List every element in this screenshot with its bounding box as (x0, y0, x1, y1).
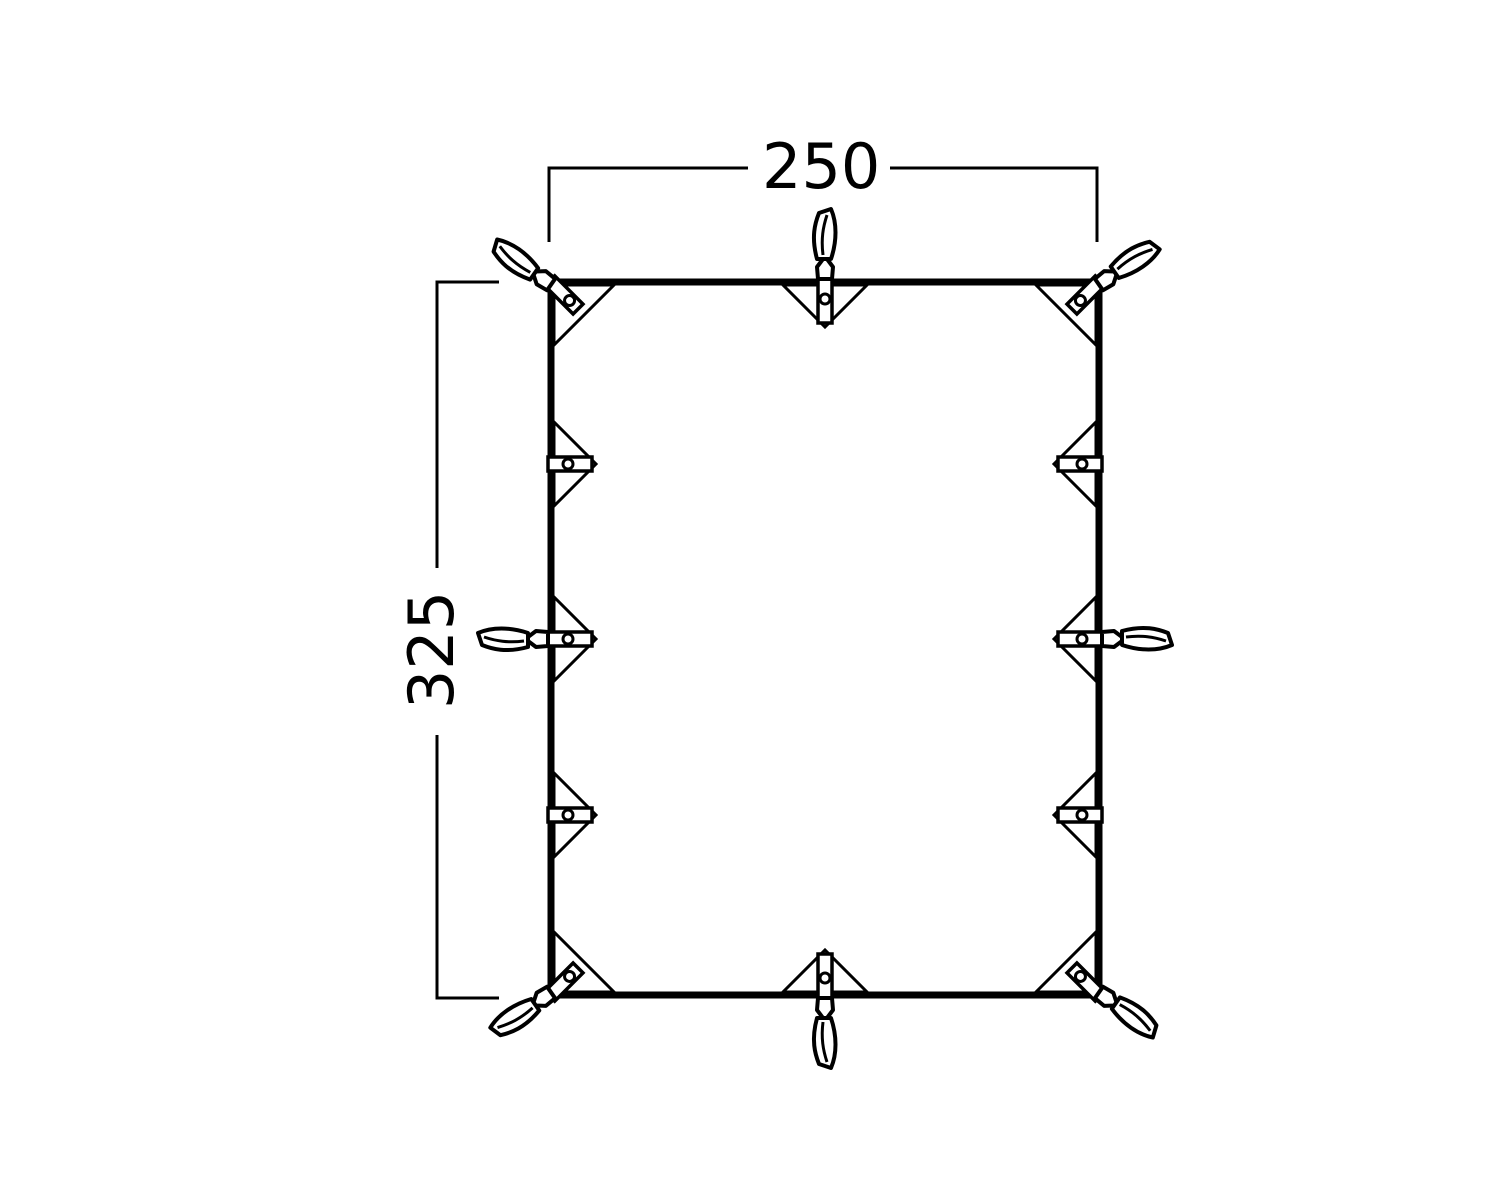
guy-loop-bottom-left (485, 981, 560, 1044)
guy-loop-top-right (1090, 233, 1165, 296)
height-dimension (435, 280, 499, 1000)
corner-tab-bottom-right (1034, 930, 1107, 1003)
width-dimension-line-right (890, 166, 1099, 242)
edge-tab-top-center (781, 207, 869, 329)
edge-tab-bottom-center (781, 948, 869, 1070)
corner-tab-top-left (543, 274, 616, 347)
edge-tab-right-middle (1052, 595, 1174, 683)
guy-loop-top-left (485, 233, 560, 296)
width-label: 250 (752, 136, 891, 198)
corner-tab-top-right (1034, 274, 1107, 347)
corner-tab-bottom-left (543, 930, 616, 1003)
width-dimension (547, 166, 1099, 242)
edge-tab-right-lower (1052, 771, 1104, 859)
height-label: 325 (395, 580, 468, 720)
height-dimension-line-bottom (435, 735, 499, 1000)
edge-tab-right-upper (1052, 420, 1104, 508)
width-dimension-line-left (547, 166, 748, 242)
edge-tab-left-lower (546, 771, 598, 859)
edge-tab-left-middle (476, 595, 598, 683)
edge-tab-left-upper (546, 420, 598, 508)
guy-loop-bottom-right (1090, 981, 1165, 1044)
tarp-outline (547, 278, 1103, 999)
height-dimension-line-top (435, 280, 499, 568)
